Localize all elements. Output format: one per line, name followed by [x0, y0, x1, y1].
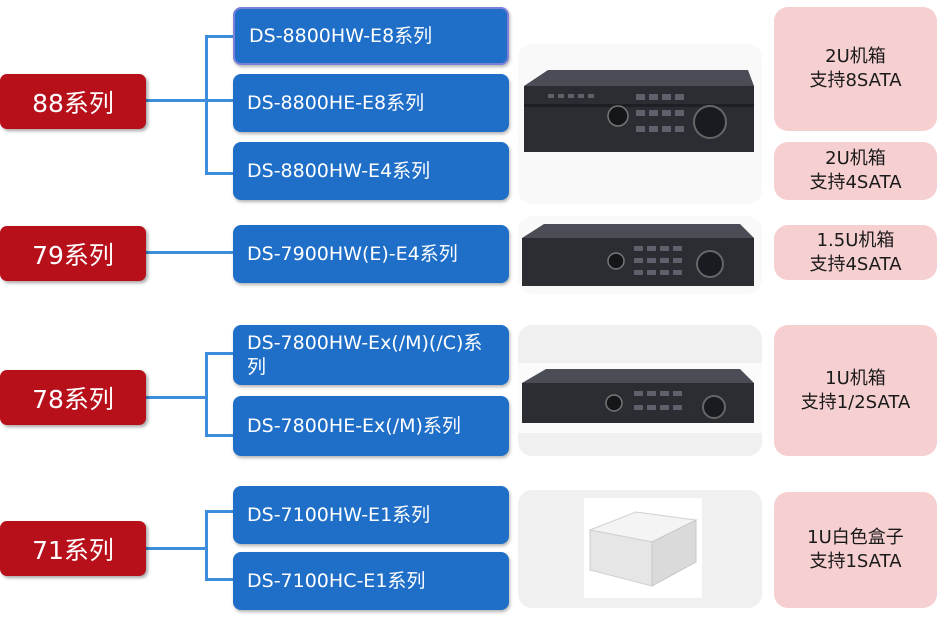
nvr-1u-icon — [518, 363, 762, 433]
series-label-79: 79系列 — [0, 226, 146, 281]
connector-88-branch-2 — [205, 99, 233, 102]
series-label-88: 88系列 — [0, 74, 146, 129]
spec-line-sata: 支持1SATA — [809, 551, 902, 572]
spec-line-sata: 支持4SATA — [809, 172, 902, 193]
product-image-79 — [518, 216, 762, 294]
product-image-88 — [518, 44, 762, 204]
nvr-1-5u-icon — [518, 216, 762, 294]
spec-71: 1U白色盒子 支持1SATA — [774, 492, 937, 608]
connector-88 — [146, 99, 208, 102]
model-ds-8800he-e8[interactable]: DS-8800HE-E8系列 — [233, 74, 509, 132]
connector-71 — [146, 547, 208, 550]
spec-line-sata: 支持4SATA — [809, 253, 902, 275]
connector-71-branch-1 — [205, 510, 233, 513]
spec-88-e4: 2U机箱 支持4SATA — [774, 142, 937, 200]
connector-71-branch-2 — [205, 578, 233, 581]
connector-88-branch-3 — [205, 172, 233, 175]
series-label-78: 78系列 — [0, 370, 146, 425]
connector-78-vertical — [205, 352, 208, 437]
connector-88-branch-1 — [205, 35, 233, 38]
model-ds-8800hw-e8[interactable]: DS-8800HW-E8系列 — [233, 7, 509, 65]
model-ds-7100hw-e1[interactable]: DS-7100HW-E1系列 — [233, 486, 509, 544]
spec-line-chassis: 2U机箱 — [825, 46, 886, 67]
spec-79: 1.5U机箱 支持4SATA — [774, 225, 937, 280]
spec-line-chassis: 2U机箱 — [825, 148, 886, 169]
connector-88-vertical — [205, 35, 208, 174]
spec-line-chassis: 1.5U机箱 — [816, 229, 895, 251]
series-label-71: 71系列 — [0, 521, 146, 576]
white-box-nvr-icon — [584, 498, 702, 598]
spec-88-e8: 2U机箱 支持8SATA — [774, 7, 937, 131]
model-ds-7100hc-e1[interactable]: DS-7100HC-E1系列 — [233, 552, 509, 610]
connector-78-branch-1 — [205, 352, 233, 355]
spec-line-chassis: 1U白色盒子 — [807, 527, 904, 548]
model-ds-8800hw-e4[interactable]: DS-8800HW-E4系列 — [233, 142, 509, 200]
model-ds-7800he-ex[interactable]: DS-7800HE-Ex(/M)系列 — [233, 396, 509, 456]
connector-78 — [146, 396, 208, 399]
connector-78-branch-2 — [205, 434, 233, 437]
product-image-71 — [518, 490, 762, 608]
spec-line-sata: 支持8SATA — [809, 70, 902, 91]
spec-78: 1U机箱 支持1/2SATA — [774, 325, 937, 456]
nvr-2u-icon — [518, 44, 762, 204]
spec-line-chassis: 1U机箱 — [825, 367, 886, 389]
model-ds-7800hw-ex[interactable]: DS-7800HW-Ex(/M)(/C)系列 — [233, 325, 509, 385]
model-ds-7900hw-e4[interactable]: DS-7900HW(E)-E4系列 — [233, 225, 509, 283]
connector-71-vertical — [205, 510, 208, 580]
product-image-78 — [518, 325, 762, 456]
connector-79 — [146, 251, 233, 254]
spec-line-sata: 支持1/2SATA — [800, 391, 911, 413]
